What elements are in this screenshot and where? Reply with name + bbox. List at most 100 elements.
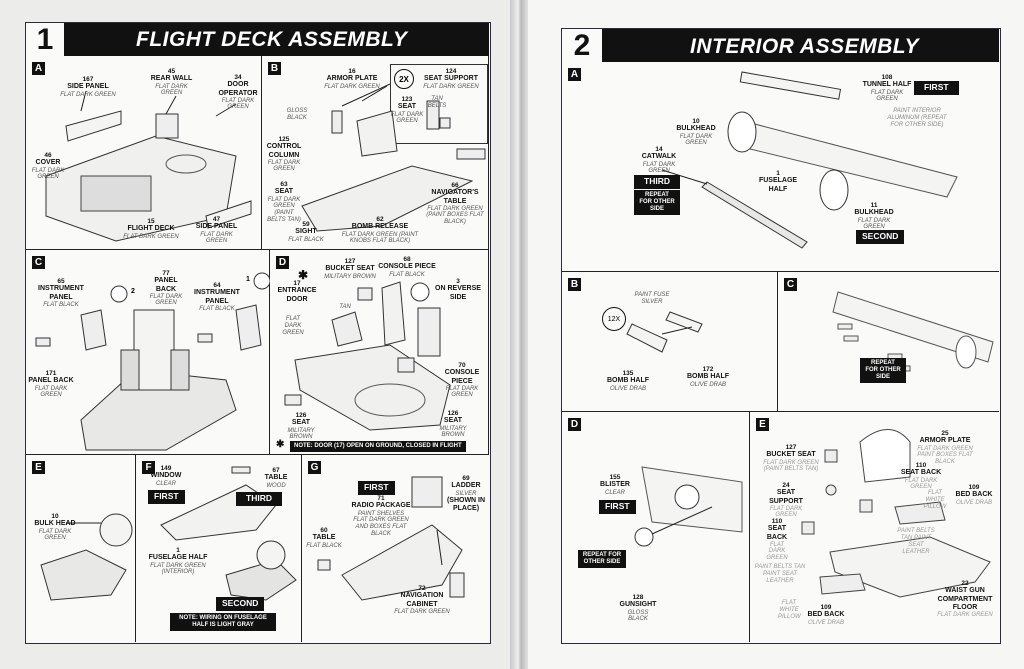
panel-letter: C (784, 278, 797, 291)
order-tag-first: FIRST (914, 81, 959, 95)
seat-inset-box (390, 64, 488, 144)
order-tag-third: THIRD (634, 175, 680, 189)
step-1-title: FLIGHT DECK ASSEMBLY (136, 28, 408, 51)
multiplier-12x-badge: 12X (602, 307, 626, 331)
panel-letter: E (756, 418, 769, 431)
callout-tan-belts: TAN BELTS (427, 96, 447, 109)
callout-gloss-black: GLOSS BLACK (286, 108, 308, 121)
order-tag-first: FIRST (358, 481, 395, 495)
asterisk-marker: ✱ (298, 268, 309, 282)
callout-paint-belts-left: PAINT BELTS TAN PAINT SEAT LEATHER (754, 564, 806, 584)
bomb-rack-drawing (832, 291, 994, 372)
decal-2-label: 2 (131, 288, 135, 295)
order-tag-first: FIRST (148, 490, 185, 504)
step2-panel-c: C REPEAT FOR OTHER SIDE (778, 272, 999, 412)
bulkhead-drawing (40, 513, 133, 601)
panel-letter: A (568, 68, 581, 81)
panel-letter: D (276, 256, 289, 269)
callout-tan: TAN (339, 304, 351, 310)
door-note: NOTE: DOOR (17) OPEN ON GROUND, CLOSED I… (290, 441, 466, 452)
wiring-note: NOTE: WIRING ON FUSELAGE HALF IS LIGHT G… (170, 613, 276, 631)
step-1-header: 1 FLIGHT DECK ASSEMBLY (26, 23, 489, 56)
step-2-header: 2 INTERIOR ASSEMBLY (562, 29, 999, 62)
panel-letter: C (32, 256, 45, 269)
order-tag-first: FIRST (599, 500, 636, 514)
step-2-title: INTERIOR ASSEMBLY (690, 35, 920, 58)
repeat-for-other-side-tag: REPEAT FOR OTHER SIDE (860, 358, 906, 383)
callout-paint-fuse-silver: PAINT FUSE SILVER (634, 292, 670, 305)
callout-paint-belts-center: PAINT BELTS TAN PAINT SEAT LEATHER (897, 528, 935, 555)
panel-letter: F (142, 461, 155, 474)
panel-letter: B (268, 62, 281, 75)
callout-flat-white-pillow-top: FLAT WHITE PILLOW (923, 490, 947, 510)
panel-letter: A (32, 62, 45, 75)
decal-1-label: 1 (246, 276, 250, 283)
panel-letter: B (568, 278, 581, 291)
multiplier-2x-badge: 2X (394, 69, 414, 89)
book-gutter (510, 0, 530, 669)
step-1-number: 1 (26, 23, 66, 56)
panel-letter: E (32, 461, 45, 474)
panel-letter: G (308, 461, 321, 474)
repeat-for-other-side-tag: REPEAT FOR OTHER SIDE (578, 550, 626, 568)
order-tag-third: THIRD (236, 492, 282, 506)
callout-flat-white-pillow-bottom: FLAT WHITE PILLOW (778, 600, 801, 620)
repeat-for-other-side-tag: REPEAT FOR OTHER SIDE (634, 190, 680, 215)
callout-paint-interior-aluminum: PAINT INTERIOR ALUMINUM (REPEAT FOR OTHE… (887, 108, 947, 128)
